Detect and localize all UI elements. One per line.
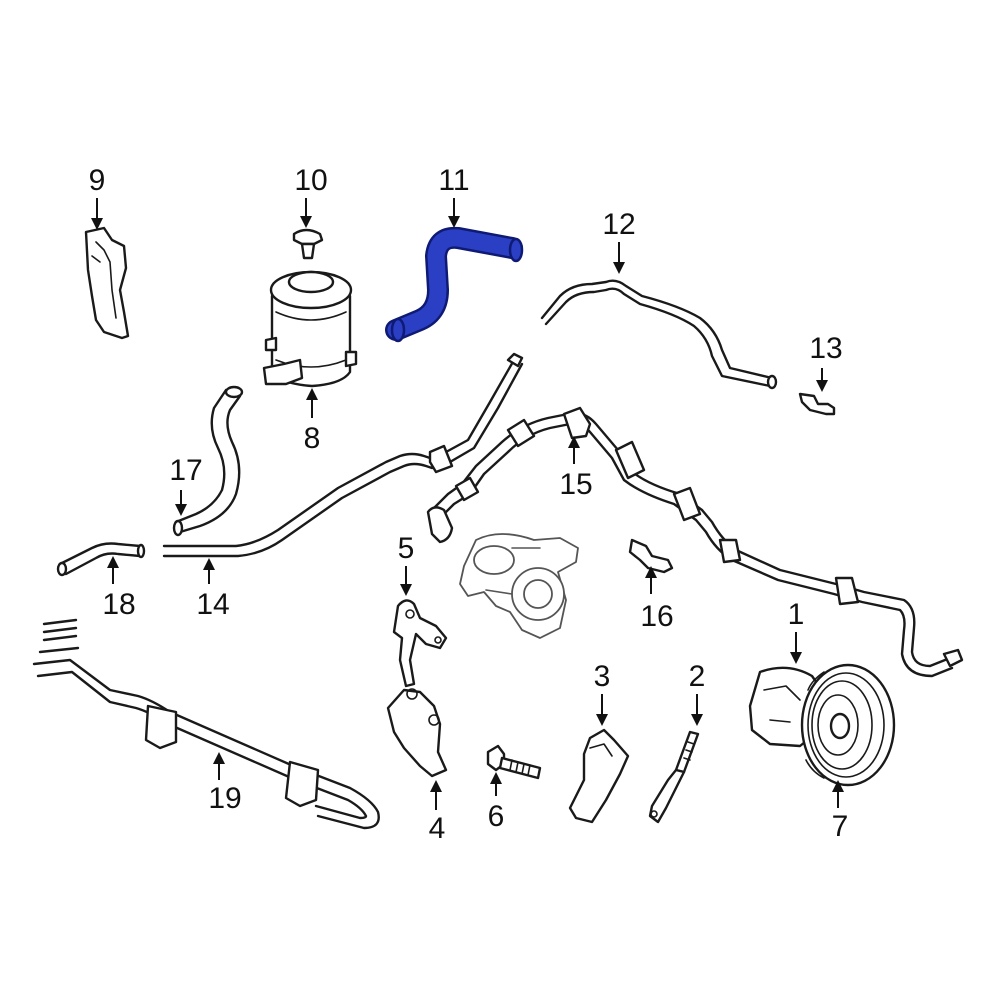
part-9-shield[interactable] xyxy=(84,226,130,340)
part-7-pulley[interactable] xyxy=(800,663,896,787)
callout-9: 9 xyxy=(89,164,106,197)
callout-19: 19 xyxy=(208,782,241,815)
callout-16: 16 xyxy=(640,600,673,633)
callout-2: 2 xyxy=(689,660,706,693)
callout-15: 15 xyxy=(559,468,592,501)
part-18-hose[interactable] xyxy=(56,542,146,577)
callout-10: 10 xyxy=(294,164,327,197)
callout-7: 7 xyxy=(832,810,849,843)
part-17-hose[interactable] xyxy=(172,385,244,537)
callout-6: 6 xyxy=(488,800,505,833)
callout-4: 4 xyxy=(429,812,446,845)
callout-12: 12 xyxy=(602,208,635,241)
part-8-reservoir[interactable] xyxy=(262,270,358,388)
callout-11: 11 xyxy=(438,164,469,197)
callout-13: 13 xyxy=(809,332,842,365)
part-4-bracket[interactable] xyxy=(386,688,448,778)
part-16-switch[interactable] xyxy=(628,538,674,574)
part-19-cooler[interactable] xyxy=(32,618,380,830)
callout-labels: 9 10 11 12 13 8 17 15 5 18 14 16 1 3 2 1… xyxy=(89,164,849,845)
part-5-bracket[interactable] xyxy=(392,599,448,688)
callout-5: 5 xyxy=(398,532,415,565)
callout-1: 1 xyxy=(788,598,805,631)
callout-18: 18 xyxy=(102,588,135,621)
part-14-line[interactable] xyxy=(162,352,524,558)
part-10-cap[interactable] xyxy=(292,228,324,260)
callout-14: 14 xyxy=(196,588,229,621)
part-2-rod[interactable] xyxy=(648,730,700,824)
callout-arrows xyxy=(91,198,844,810)
callout-17: 17 xyxy=(169,454,202,487)
part-15-hose[interactable] xyxy=(426,406,964,678)
part-12-hose[interactable] xyxy=(540,279,778,390)
callout-8: 8 xyxy=(304,422,321,455)
part-3-bracket[interactable] xyxy=(568,728,630,824)
part-13-fitting[interactable] xyxy=(798,392,836,416)
part-11-hose-highlighted[interactable] xyxy=(385,226,524,343)
part-6-bolt[interactable] xyxy=(486,744,542,780)
callout-3: 3 xyxy=(594,660,611,693)
background-pump-ghost xyxy=(459,533,579,639)
